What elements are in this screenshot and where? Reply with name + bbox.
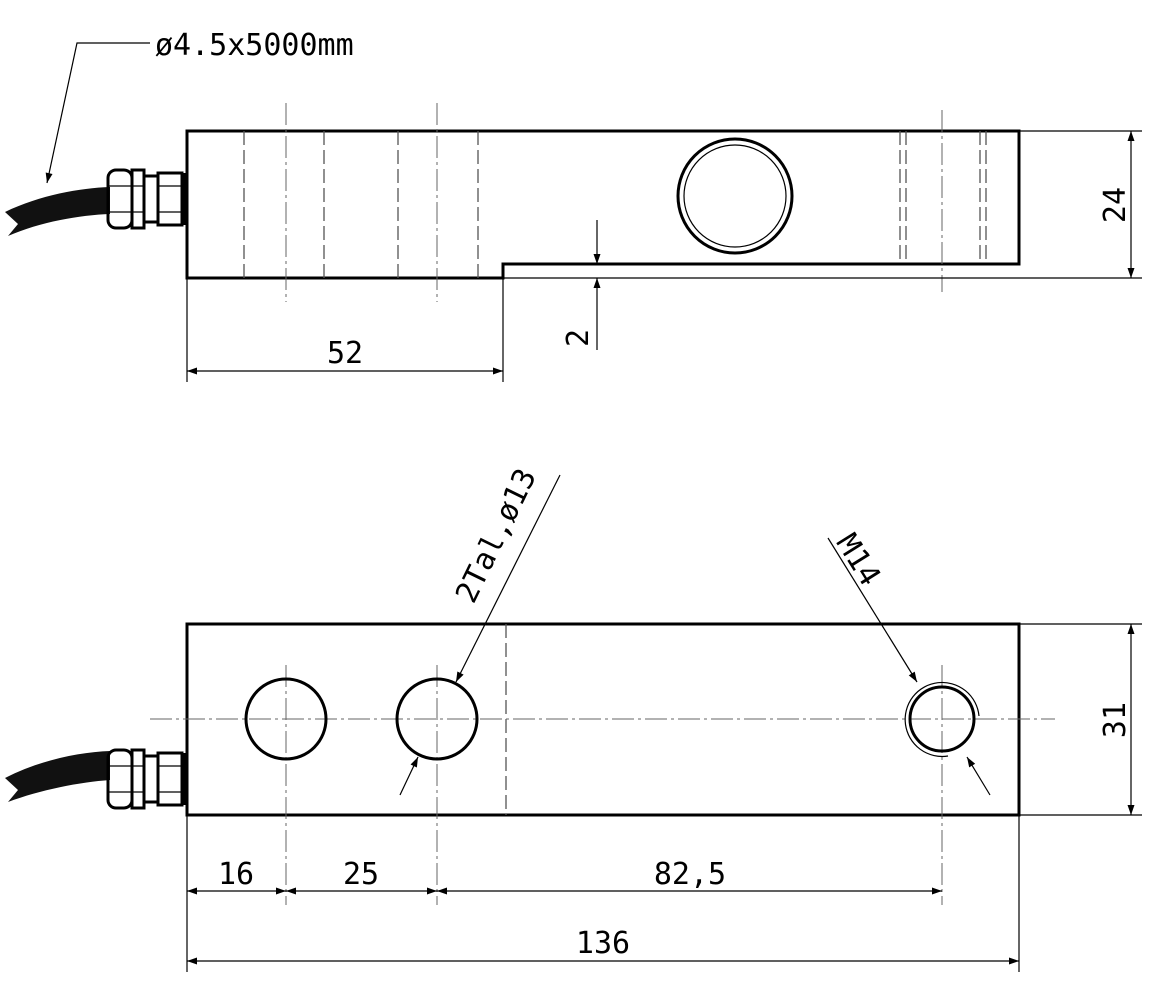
dim-82-5-label: 82,5 <box>654 857 726 892</box>
top-view: 2Tal,ø13 M14 31 16 25 82,5 136 <box>5 463 1142 972</box>
side-body-outline <box>185 129 1021 280</box>
length-dim-label: 52 <box>327 336 363 371</box>
width-dim-label: 31 <box>1098 702 1133 738</box>
cable-gland-top <box>5 168 187 236</box>
dim-16-label: 16 <box>218 857 254 892</box>
mount-hole-1 <box>244 677 328 761</box>
total-length-label: 136 <box>576 926 630 961</box>
dim-25-label: 25 <box>343 857 379 892</box>
dim-length-52: 52 <box>186 278 504 382</box>
thread-callout-label: M14 <box>829 528 887 593</box>
dim-step-2: 2 <box>561 220 601 350</box>
dim-chain: 16 25 82,5 136 <box>186 815 1020 972</box>
dim-width-31: 31 <box>1019 623 1142 816</box>
cable-spec-leader: ø4.5x5000mm <box>45 28 354 184</box>
load-hole-outer <box>676 137 794 255</box>
cable-gland-bottom <box>5 748 187 810</box>
side-centerlines <box>285 103 943 302</box>
threaded-hole <box>908 685 976 753</box>
cable-spec-label: ø4.5x5000mm <box>155 28 354 63</box>
height-dim-label: 24 <box>1098 187 1133 223</box>
load-hole-inner <box>683 144 787 248</box>
step-dim-label: 2 <box>561 329 596 347</box>
hidden-lines <box>243 131 987 278</box>
dim-height-24: 24 <box>503 130 1142 279</box>
mount-hole-2 <box>395 677 479 761</box>
thread-callout: M14 <box>827 528 991 796</box>
side-view: ø4.5x5000mm 24 52 2 <box>5 28 1142 382</box>
thread-arc <box>904 681 980 758</box>
hole-callout: 2Tal,ø13 <box>399 463 561 796</box>
